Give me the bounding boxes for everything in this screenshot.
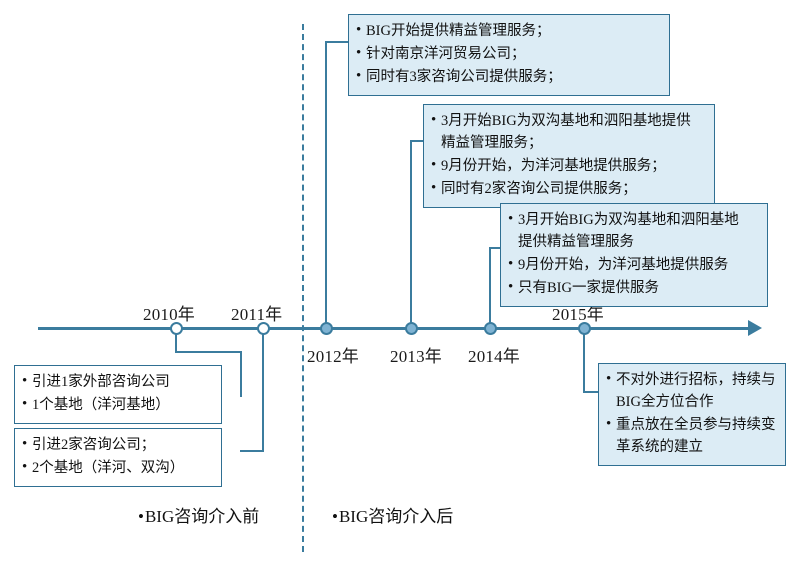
timeline-axis-line (38, 327, 750, 330)
connector-2014-vertical (489, 247, 491, 329)
phase-divider-dashed-line (302, 24, 304, 552)
callout-2012-item-1: BIG开始提供精益管理服务； (356, 19, 661, 42)
connector-2011-vertical (262, 330, 264, 452)
callout-2012-item-3: 同时有3家咨询公司提供服务； (356, 65, 661, 88)
connector-2012-vertical (325, 41, 327, 329)
connector-2010-drop (240, 351, 242, 397)
legend-before-big: •BIG咨询介入前 (138, 502, 259, 527)
year-label-2015: 2015年 (552, 305, 604, 324)
marker-2011[interactable] (257, 322, 270, 335)
callout-2014-item-1: 3月开始BIG为双沟基地和泗阳基地 提供精益管理服务 (508, 208, 759, 253)
callout-2013: 3月开始BIG为双沟基地和泗阳基地提供 精益管理服务； 9月份开始，为洋河基地提… (423, 104, 715, 209)
marker-2014[interactable] (484, 322, 497, 335)
connector-2010-horizontal (175, 351, 242, 353)
legend-before-text: BIG咨询介入前 (144, 507, 260, 526)
callout-2010: 引进1家外部咨询公司 1个基地（洋河基地） (14, 365, 222, 425)
callout-2010-item-2: 1个基地（洋河基地） (22, 393, 213, 416)
connector-2013-vertical (410, 140, 412, 329)
callout-2011: 引进2家咨询公司； 2个基地（洋河、双沟） (14, 428, 222, 488)
callout-2012: BIG开始提供精益管理服务； 针对南京洋河贸易公司； 同时有3家咨询公司提供服务… (348, 14, 670, 97)
year-label-2014: 2014年 (468, 347, 520, 366)
callout-2013-item-3: 同时有2家咨询公司提供服务； (431, 177, 706, 200)
marker-2012[interactable] (320, 322, 333, 335)
legend-after-big: •BIG咨询介入后 (332, 502, 453, 527)
callout-2014-item-2: 9月份开始，为洋河基地提供服务 (508, 253, 759, 276)
callout-2010-item-1: 引进1家外部咨询公司 (22, 370, 213, 393)
timeline-arrow-icon (748, 320, 762, 336)
callout-2013-item-2: 9月份开始，为洋河基地提供服务； (431, 154, 706, 177)
connector-2011-horizontal (240, 450, 264, 452)
year-label-2012: 2012年 (307, 347, 359, 366)
callout-2011-item-1: 引进2家咨询公司； (22, 433, 213, 456)
callout-2013-item-1: 3月开始BIG为双沟基地和泗阳基地提供 精益管理服务； (431, 109, 706, 154)
callout-2015-item-2: 重点放在全员参与持续变 革系统的建立 (606, 413, 777, 458)
marker-2010[interactable] (170, 322, 183, 335)
legend-bullet-after: • (332, 507, 338, 526)
connector-2015-horizontal (583, 391, 598, 393)
callout-2014-item-3: 只有BIG一家提供服务 (508, 276, 759, 299)
connector-2014-horizontal (489, 247, 500, 249)
marker-2013[interactable] (405, 322, 418, 335)
connector-2010-vertical (175, 330, 177, 352)
callout-2015-item-1: 不对外进行招标，持续与 BIG全方位合作 (606, 368, 777, 413)
marker-2015[interactable] (578, 322, 591, 335)
year-label-2010: 2010年 (143, 305, 195, 324)
callout-2012-item-2: 针对南京洋河贸易公司； (356, 42, 661, 65)
callout-2015: 不对外进行招标，持续与 BIG全方位合作 重点放在全员参与持续变 革系统的建立 (598, 363, 786, 467)
year-label-2013: 2013年 (390, 347, 442, 366)
year-label-2011: 2011年 (231, 305, 283, 324)
connector-2012-horizontal (325, 41, 348, 43)
callout-2011-item-2: 2个基地（洋河、双沟） (22, 456, 213, 479)
connector-2013-horizontal (410, 140, 423, 142)
callout-2014: 3月开始BIG为双沟基地和泗阳基地 提供精益管理服务 9月份开始，为洋河基地提供… (500, 203, 768, 308)
legend-after-text: BIG咨询介入后 (338, 507, 454, 526)
legend-bullet-before: • (138, 507, 144, 526)
connector-2015-vertical (583, 330, 585, 393)
